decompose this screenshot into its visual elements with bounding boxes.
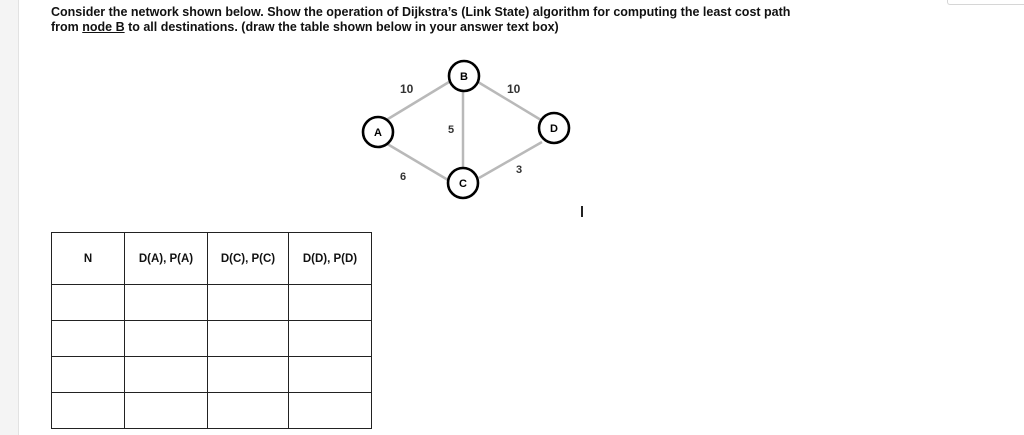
header-dd-pd: D(D), P(D) — [288, 232, 372, 285]
table-cell[interactable] — [207, 320, 289, 357]
question-line-2-start: from — [51, 20, 83, 34]
left-margin-bar — [0, 0, 19, 435]
table-cell[interactable] — [207, 356, 289, 393]
table-cell[interactable] — [51, 392, 125, 429]
table-cell[interactable] — [207, 392, 289, 429]
table-header-row: N D(A), P(A) D(C), P(C) D(D), P(D) — [51, 232, 372, 285]
dijkstra-table: N D(A), P(A) D(C), P(C) D(D), P(D) — [51, 232, 372, 429]
node-c — [446, 166, 480, 200]
edge-a-b — [382, 80, 450, 124]
table-cell[interactable] — [124, 320, 208, 357]
node-a-label: A — [374, 127, 382, 139]
cost-label-a-b: 10 — [400, 82, 414, 96]
table-cell[interactable] — [207, 284, 289, 321]
table-cell[interactable] — [288, 320, 372, 357]
table-row — [51, 320, 372, 357]
text-cursor — [581, 206, 583, 217]
table-cell[interactable] — [124, 284, 208, 321]
table-cell[interactable] — [124, 356, 208, 393]
edge-c-d — [478, 140, 543, 180]
top-right-box — [947, 0, 1024, 5]
network-graph: 10 10 5 6 3 B A C D — [350, 58, 580, 208]
cost-label-c-d: 3 — [516, 164, 522, 176]
table-cell[interactable] — [51, 356, 125, 393]
network-graph-svg: 10 10 5 6 3 B A C D — [361, 59, 571, 200]
table-row — [51, 284, 372, 321]
table-row — [51, 356, 372, 393]
node-d — [537, 111, 571, 145]
table-cell[interactable] — [288, 392, 372, 429]
table-row — [51, 392, 372, 429]
node-b — [447, 59, 481, 93]
cost-label-a-c: 6 — [400, 171, 406, 183]
table-cell[interactable] — [51, 284, 125, 321]
header-da-pa: D(A), P(A) — [124, 232, 208, 285]
node-c-label: C — [459, 178, 467, 190]
edge-a-c — [383, 140, 449, 182]
table-cell[interactable] — [288, 284, 372, 321]
header-n: N — [51, 232, 125, 285]
edge-b-d — [477, 80, 542, 122]
question-line-2-end: to all destinations. (draw the table sho… — [124, 20, 559, 34]
node-b-label: B — [460, 71, 468, 83]
question-line-2: from node B to all destinations. (draw t… — [51, 20, 871, 35]
table-cell[interactable] — [124, 392, 208, 429]
node-d-label: D — [550, 123, 558, 135]
table-cell[interactable] — [51, 320, 125, 357]
question-text: Consider the network shown below. Show t… — [51, 5, 871, 35]
node-a — [361, 115, 395, 149]
node-b-underlined: node B — [82, 20, 125, 34]
cost-label-b-c: 5 — [448, 124, 454, 136]
table-cell[interactable] — [288, 356, 372, 393]
question-line-1: Consider the network shown below. Show t… — [51, 5, 791, 19]
header-dc-pc: D(C), P(C) — [207, 232, 289, 285]
cost-label-b-d: 10 — [507, 82, 521, 96]
